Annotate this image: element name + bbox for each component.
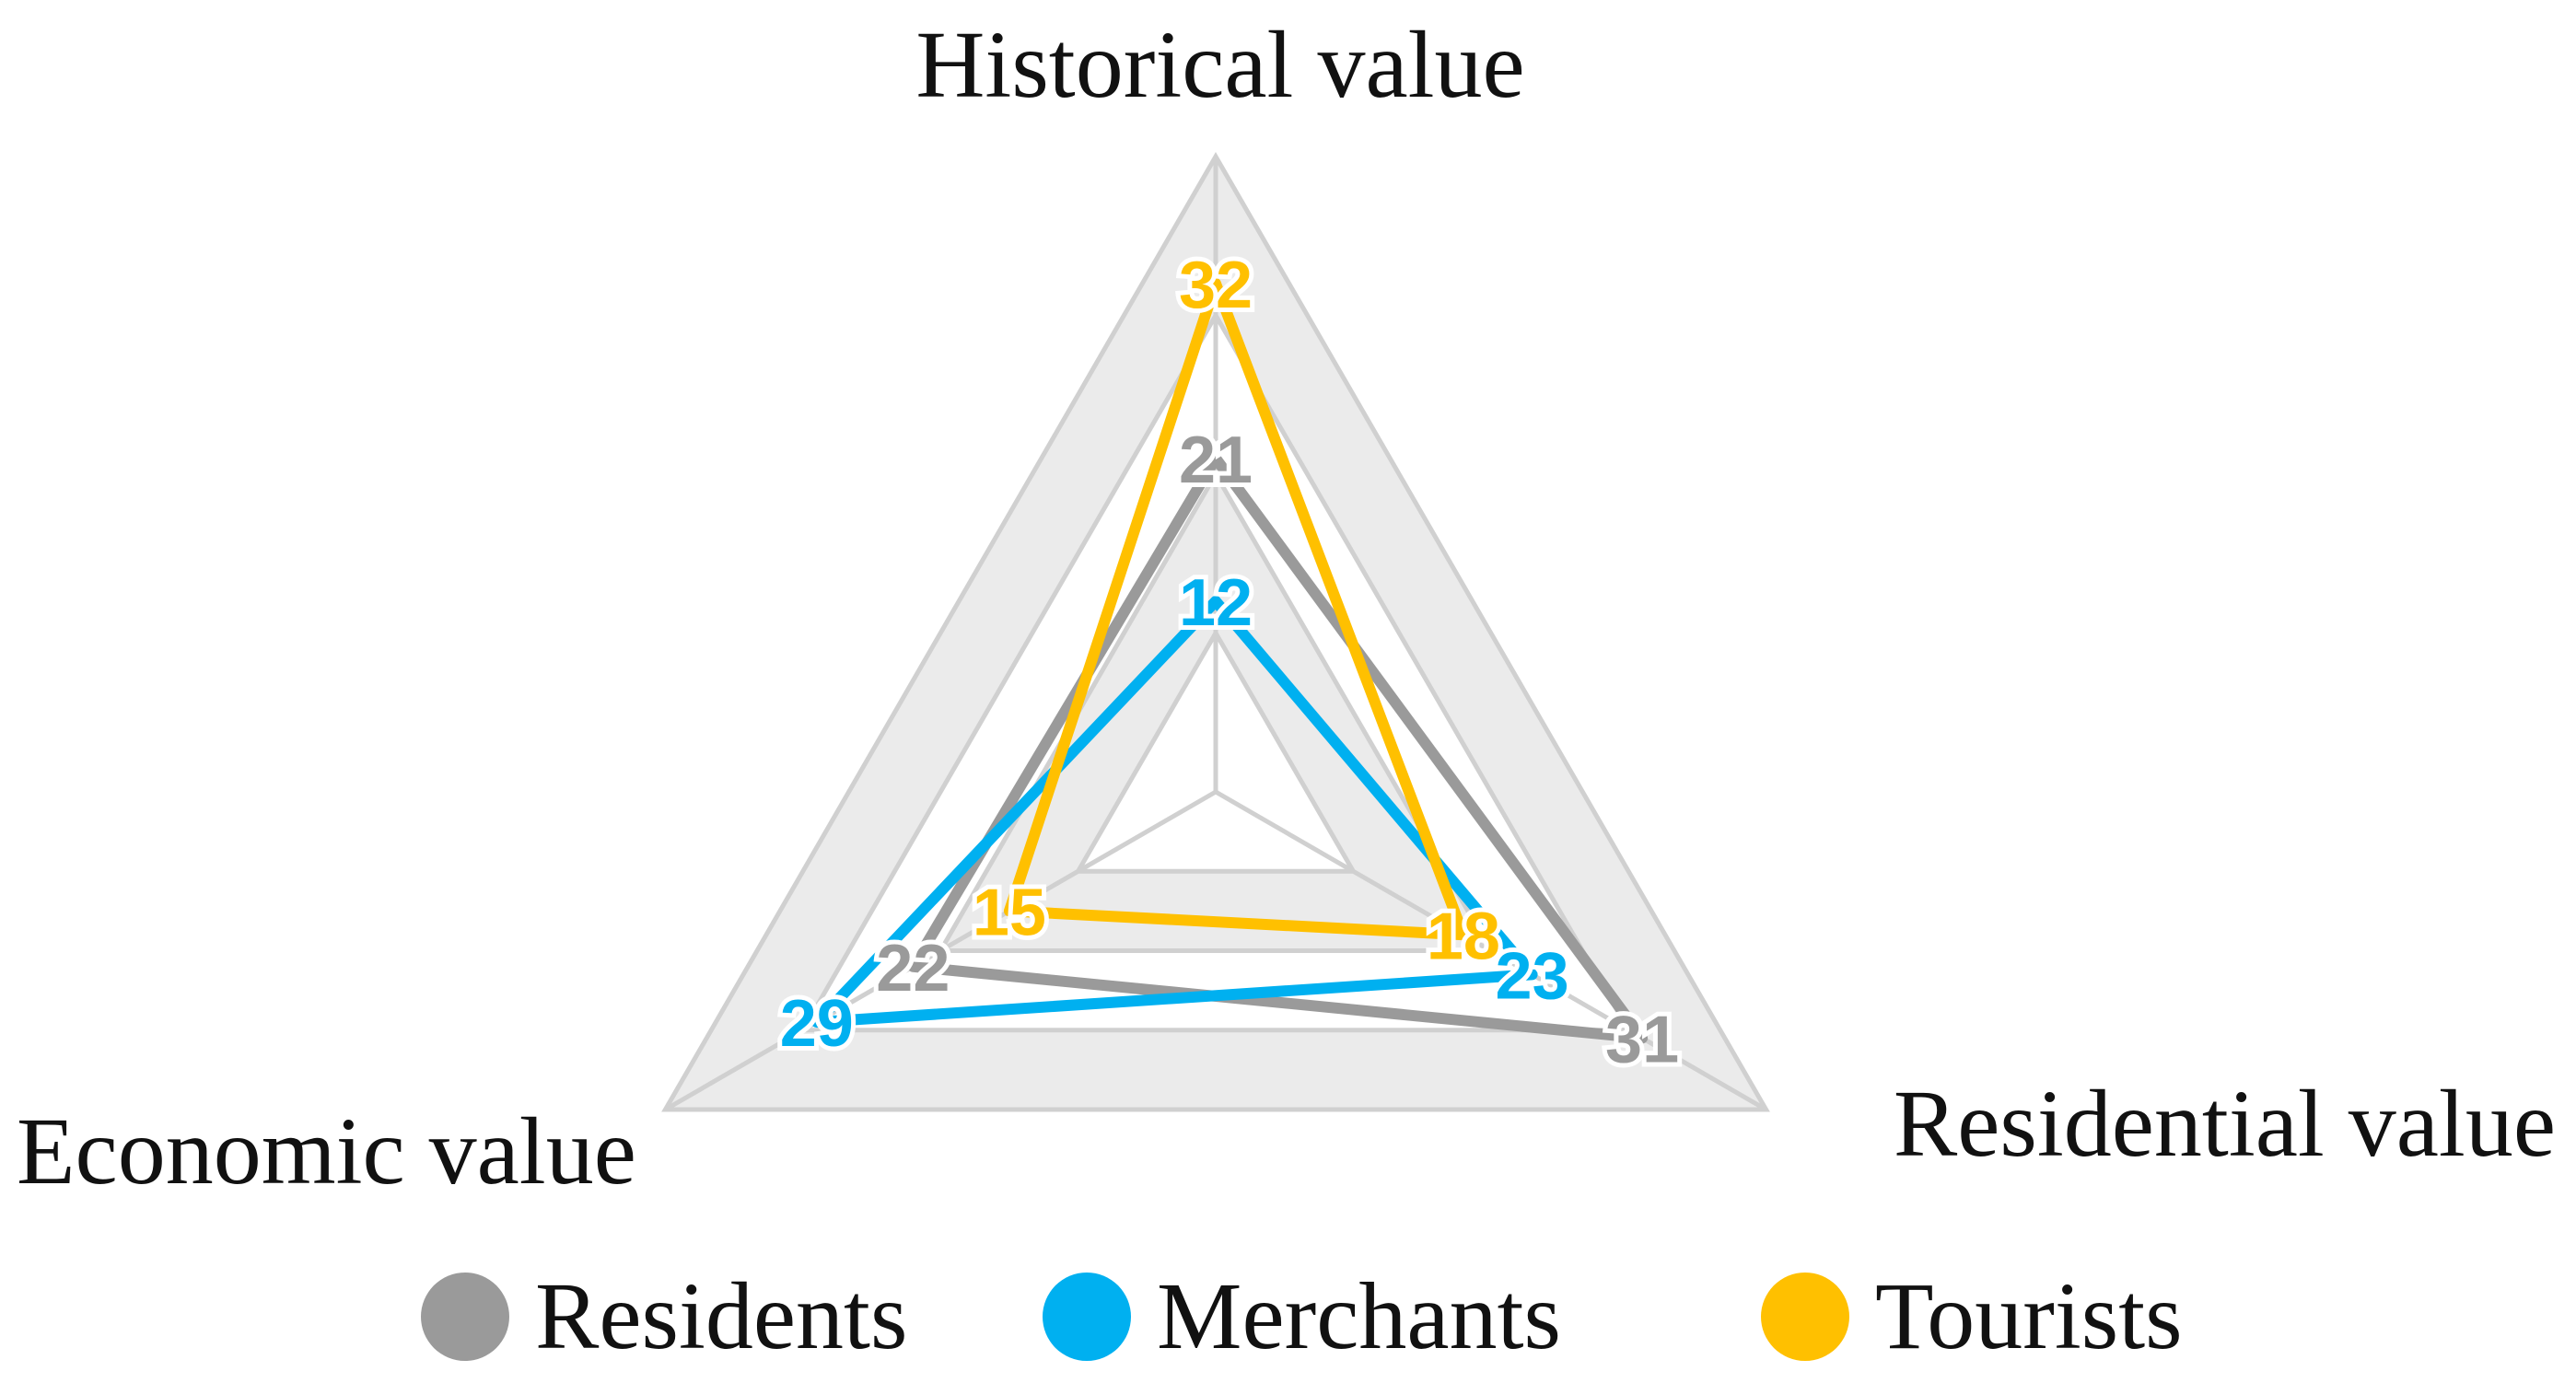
grid-spoke <box>1214 789 1767 1112</box>
axis-label: Residential value <box>1894 1071 2556 1177</box>
series-line-merchants <box>810 596 1538 1029</box>
legend-swatch <box>1761 1273 1849 1361</box>
series-line-tourists <box>1003 278 1469 941</box>
axis-label: Economic value <box>17 1098 636 1204</box>
data-label-residents: 22 <box>876 932 950 1005</box>
data-label-residents: 21 <box>1179 424 1253 497</box>
legend-item-merchants: Merchants <box>1043 1263 1561 1369</box>
data-label-merchants: 23 <box>1496 939 1569 1013</box>
legend-label: Merchants <box>1157 1263 1561 1369</box>
data-label-residents: 31 <box>1605 1003 1679 1076</box>
grid <box>661 151 1770 1112</box>
data-label-merchants: 12 <box>1179 566 1253 640</box>
legend-label: Residents <box>535 1263 907 1369</box>
legend-label: Tourists <box>1875 1263 2183 1369</box>
legend: Residents Merchants Tourists <box>421 1263 2183 1369</box>
data-label-tourists: 32 <box>1179 249 1253 322</box>
data-label-tourists: 15 <box>973 876 1046 949</box>
axis-label: Historical value <box>915 12 1524 118</box>
grid-spoke <box>664 789 1218 1112</box>
data-label-merchants: 29 <box>780 987 854 1061</box>
legend-swatch <box>1043 1273 1131 1361</box>
legend-item-tourists: Tourists <box>1761 1263 2183 1369</box>
legend-item-residents: Residents <box>421 1263 907 1369</box>
series-lines <box>810 278 1649 1044</box>
series-line-residents <box>907 452 1649 1044</box>
data-labels: 21 31 22 12 23 29 32 18 15 <box>775 244 1684 1081</box>
legend-swatch <box>421 1273 509 1361</box>
data-label-tourists: 18 <box>1427 900 1500 973</box>
